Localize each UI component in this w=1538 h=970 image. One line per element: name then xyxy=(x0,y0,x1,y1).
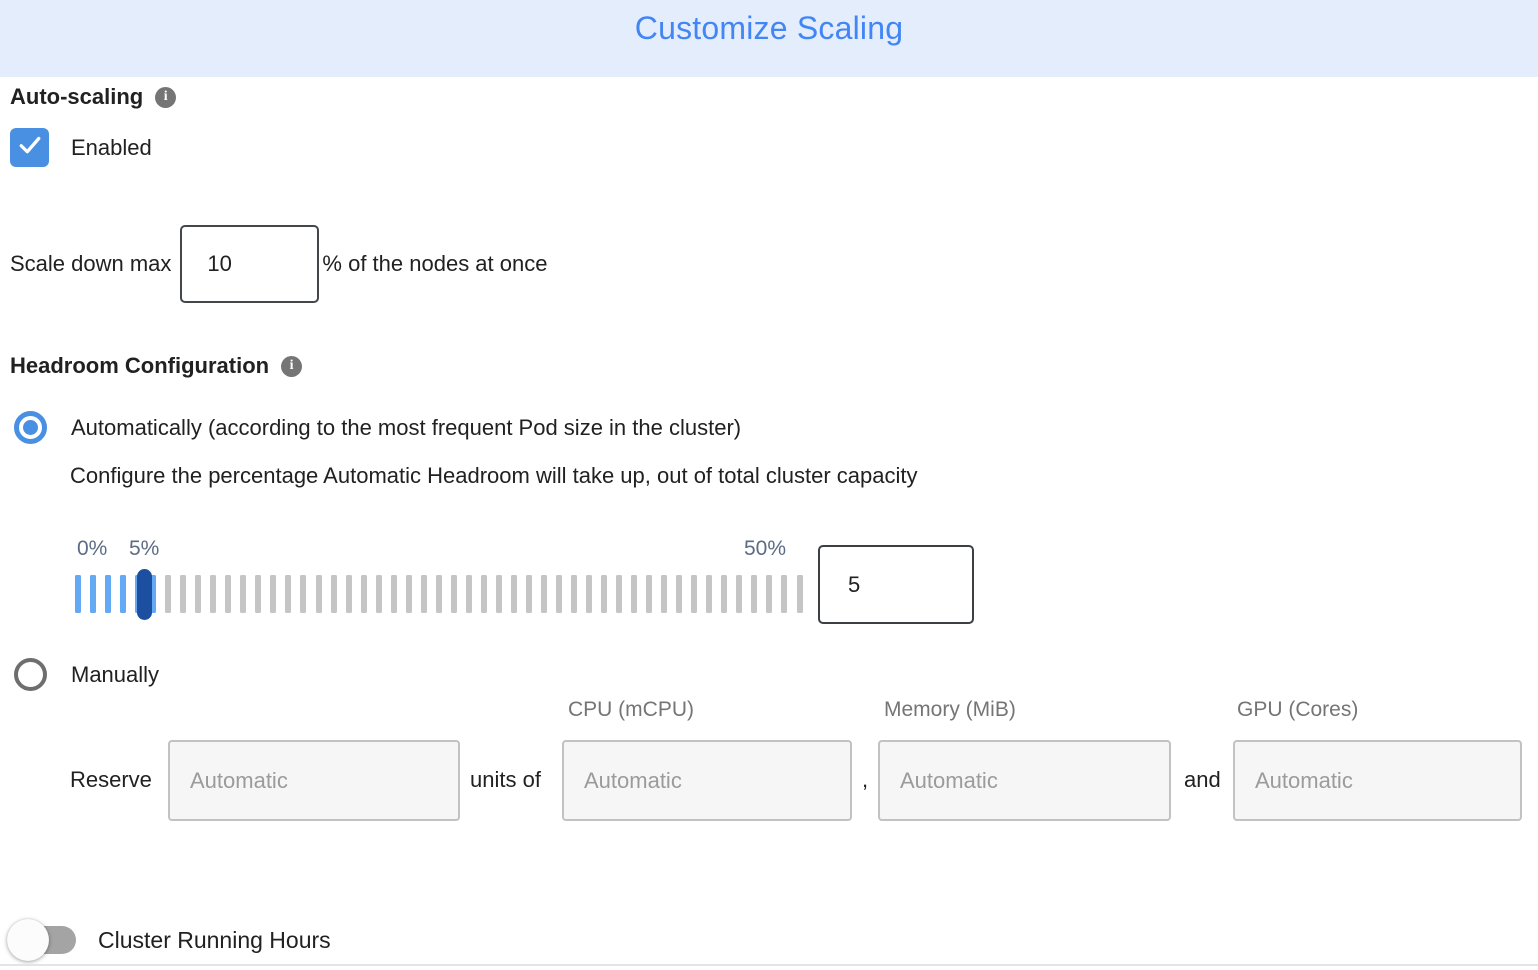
slider-tick xyxy=(210,575,217,613)
auto-scaling-enabled-row: Enabled xyxy=(10,128,152,167)
slider-tick xyxy=(450,575,457,613)
slider-tick xyxy=(540,575,547,613)
slider-current-label: 5% xyxy=(129,537,160,560)
auto-scaling-enabled-checkbox[interactable] xyxy=(10,128,49,167)
scale-down-prefix-label: Scale down max xyxy=(10,251,172,276)
slider-tick xyxy=(90,575,97,613)
slider-tick xyxy=(631,575,638,613)
and-separator: and xyxy=(1184,767,1221,792)
headroom-configuration-label: Headroom Configuration xyxy=(10,353,270,378)
slider-tick xyxy=(676,575,683,613)
slider-max-label: 50% xyxy=(744,537,787,560)
slider-tick xyxy=(495,575,502,613)
slider-tick xyxy=(706,575,713,613)
slider-tick xyxy=(586,575,593,613)
reserve-label: Reserve xyxy=(70,767,152,792)
slider-tick xyxy=(646,575,653,613)
dialog-header: Customize Scaling xyxy=(0,0,1538,77)
slider-tick xyxy=(375,575,382,613)
slider-tick xyxy=(480,575,487,613)
slider-tick xyxy=(300,575,307,613)
enabled-label: Enabled xyxy=(71,134,152,160)
headroom-automatic-option: Automatically (according to the most fre… xyxy=(14,411,741,444)
scale-down-suffix-label: % of the nodes at once xyxy=(322,251,548,276)
units-of-label: units of xyxy=(470,767,541,792)
slider-tick xyxy=(180,575,187,613)
slider-tick xyxy=(270,575,277,613)
checkmark-icon xyxy=(15,130,45,165)
toggle-knob-icon xyxy=(7,919,49,961)
slider-tick xyxy=(796,575,803,613)
reserve-memory-input[interactable] xyxy=(878,740,1171,821)
slider-tick xyxy=(721,575,728,613)
cluster-running-hours-label: Cluster Running Hours xyxy=(98,926,331,953)
reserve-gpu-input[interactable] xyxy=(1233,740,1522,821)
slider-tick xyxy=(360,575,367,613)
slider-tick xyxy=(556,575,562,613)
slider-tick xyxy=(75,575,81,613)
slider-tick xyxy=(571,575,578,613)
slider-handle[interactable] xyxy=(137,569,152,620)
column-header-cpu: CPU (mCPU) xyxy=(568,698,694,721)
slider-tick xyxy=(150,575,157,613)
slider-tick xyxy=(405,575,412,613)
auto-scaling-label: Auto-scaling xyxy=(10,84,144,109)
reserve-cpu-input[interactable] xyxy=(562,740,852,821)
slider-tick xyxy=(390,575,397,613)
slider-tick xyxy=(766,575,773,613)
slider-tick xyxy=(315,575,322,613)
slider-tick xyxy=(781,575,788,613)
slider-tick xyxy=(465,575,472,613)
slider-min-label: 0% xyxy=(77,537,108,560)
slider-tick xyxy=(165,575,172,613)
slider-tick xyxy=(420,575,427,613)
slider-tick xyxy=(751,575,758,613)
headroom-percentage-input[interactable] xyxy=(818,545,974,624)
bottom-divider xyxy=(0,964,1538,966)
page-title: Customize Scaling xyxy=(634,10,904,46)
headroom-automatic-description: Configure the percentage Automatic Headr… xyxy=(70,463,918,488)
slider-tick xyxy=(736,575,743,613)
headroom-configuration-section: Headroom Configuration i xyxy=(10,353,303,379)
slider-tick xyxy=(105,575,112,613)
slider-tick xyxy=(691,575,698,613)
slider-tick xyxy=(195,575,202,613)
headroom-manual-radio[interactable] xyxy=(14,658,47,691)
slider-tick xyxy=(285,575,292,613)
scale-down-row: Scale down max % of the nodes at once xyxy=(10,225,547,303)
comma-separator: , xyxy=(862,767,869,792)
slider-tick xyxy=(616,575,623,613)
headroom-manual-label: Manually xyxy=(71,661,160,687)
radio-dot xyxy=(23,420,38,435)
headroom-automatic-radio[interactable] xyxy=(14,411,47,444)
info-icon[interactable]: i xyxy=(155,86,177,108)
slider-tick xyxy=(255,575,262,613)
slider-tick xyxy=(240,575,247,613)
cluster-running-hours-row: Cluster Running Hours xyxy=(0,912,331,968)
headroom-value-box xyxy=(818,545,974,624)
column-header-gpu: GPU (Cores) xyxy=(1237,698,1359,721)
slider-tick xyxy=(435,575,442,613)
slider-tick xyxy=(510,575,517,613)
headroom-manual-option: Manually xyxy=(14,658,159,691)
column-header-memory: Memory (MiB) xyxy=(884,698,1016,721)
slider-tick xyxy=(601,575,608,613)
slider-tick xyxy=(661,575,668,613)
scale-down-max-input[interactable] xyxy=(180,225,320,303)
reserve-count-input[interactable] xyxy=(168,740,460,821)
slider-tick xyxy=(120,575,127,613)
slider-tick xyxy=(345,575,352,613)
headroom-percentage-slider[interactable] xyxy=(75,569,803,620)
info-icon[interactable]: i xyxy=(281,355,303,377)
slider-tick xyxy=(525,575,532,613)
slider-tick xyxy=(225,575,232,613)
slider-tick xyxy=(330,575,337,613)
slider-ticks xyxy=(75,575,803,613)
cluster-running-hours-toggle[interactable] xyxy=(0,912,84,968)
auto-scaling-section: Auto-scaling i xyxy=(10,84,177,110)
headroom-automatic-label: Automatically (according to the most fre… xyxy=(71,414,742,440)
